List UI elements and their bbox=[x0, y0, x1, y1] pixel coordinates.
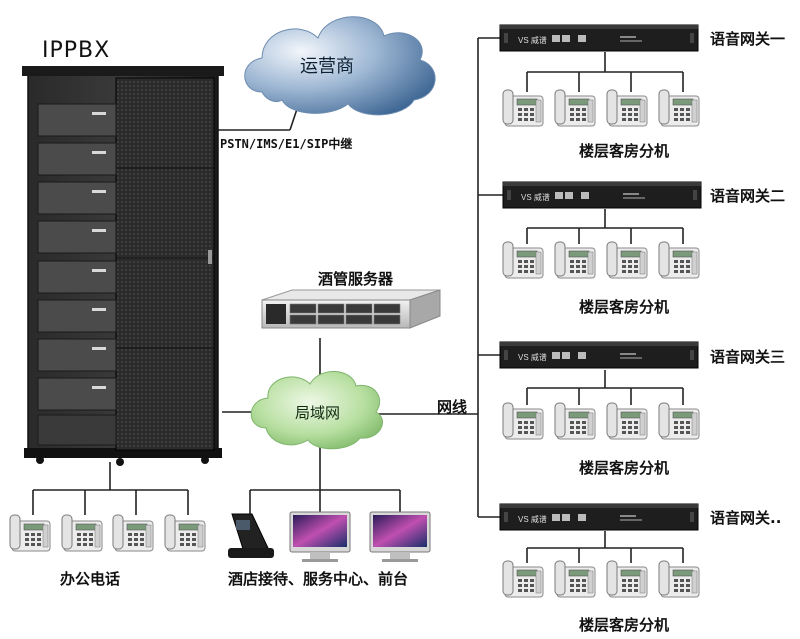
connection-lines bbox=[32, 37, 684, 563]
hotel-server bbox=[261, 289, 441, 329]
ippbx-label: IPPBX bbox=[42, 38, 111, 63]
hotel-server-label: 酒管服务器 bbox=[318, 270, 394, 288]
gateway-brand: VS 威谱 bbox=[518, 352, 547, 362]
ippbx-rack bbox=[22, 66, 224, 466]
reception-ip-phone bbox=[228, 513, 274, 558]
office-phones bbox=[9, 514, 206, 552]
carrier-cloud bbox=[244, 16, 436, 116]
lan-label: 局域网 bbox=[295, 404, 341, 422]
reception-desktop-computer bbox=[369, 511, 431, 562]
floor-room-extensions-label: 楼层客房分机 bbox=[579, 142, 670, 160]
gateway-brand: VS 威谱 bbox=[518, 514, 547, 524]
reception-label: 酒店接待、服务中心、前台 bbox=[228, 570, 409, 588]
gateway-label: 语音网关.. bbox=[710, 509, 782, 527]
lan-cloud bbox=[250, 371, 383, 450]
office-phones-label: 办公电话 bbox=[60, 570, 121, 588]
floor-room-extensions-label: 楼层客房分机 bbox=[579, 298, 670, 316]
gateway-label: 语音网关二 bbox=[710, 187, 786, 205]
gateway-brand: VS 威谱 bbox=[518, 35, 547, 45]
reception-desktop-computer bbox=[289, 511, 351, 562]
floor-room-extensions-label: 楼层客房分机 bbox=[579, 616, 670, 634]
gateway-brand-marks: VS 威谱 VS 威谱 VS 威谱 VS 威谱 bbox=[518, 35, 550, 524]
trunk-label: PSTN/IMS/E1/SIP中继 bbox=[220, 137, 353, 151]
gateway-label: 语音网关一 bbox=[710, 30, 786, 48]
gateway-label: 语音网关三 bbox=[710, 348, 786, 366]
carrier-label: 运营商 bbox=[300, 56, 354, 77]
floor-room-extensions-label: 楼层客房分机 bbox=[579, 459, 670, 477]
gateway-brand: VS 威谱 bbox=[521, 192, 550, 202]
network-cable-label: 网线 bbox=[437, 398, 468, 416]
